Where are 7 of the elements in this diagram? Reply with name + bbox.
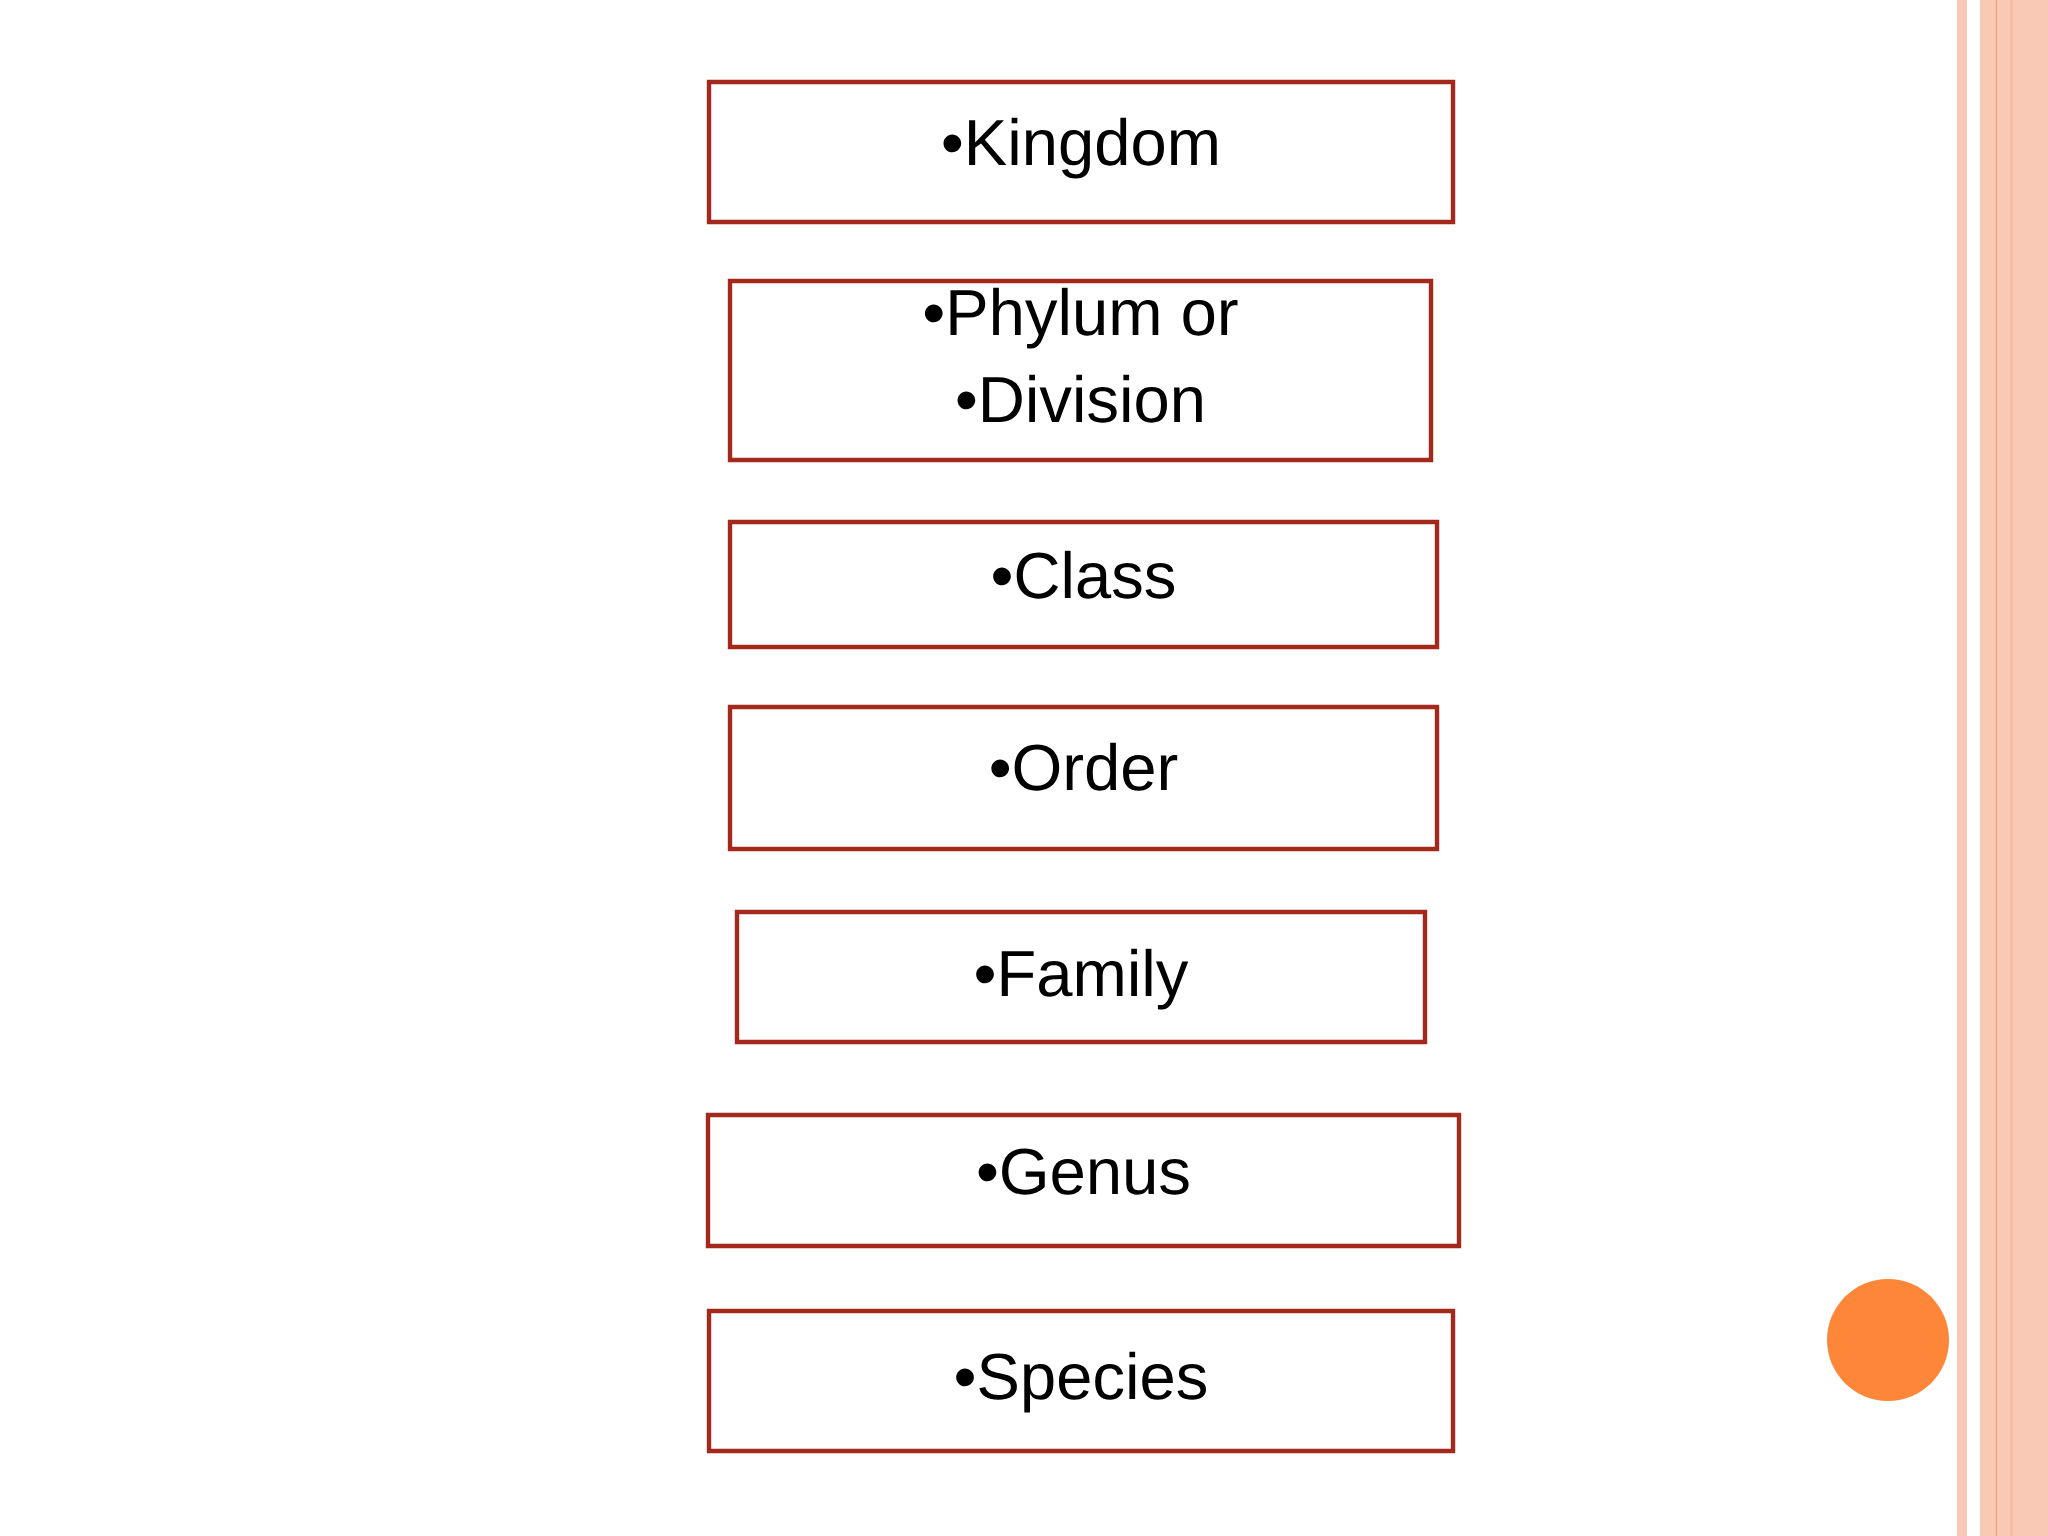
rank-box: •Class: [727, 519, 1440, 650]
rank-box: •Genus: [705, 1112, 1462, 1249]
rank-box: •Phylum or •Division: [727, 278, 1434, 463]
rank-box: •Order: [727, 704, 1440, 852]
rank-box: •Species: [706, 1308, 1456, 1454]
rank-box: •Kingdom: [706, 79, 1456, 225]
rank-box: •Family: [734, 909, 1428, 1045]
